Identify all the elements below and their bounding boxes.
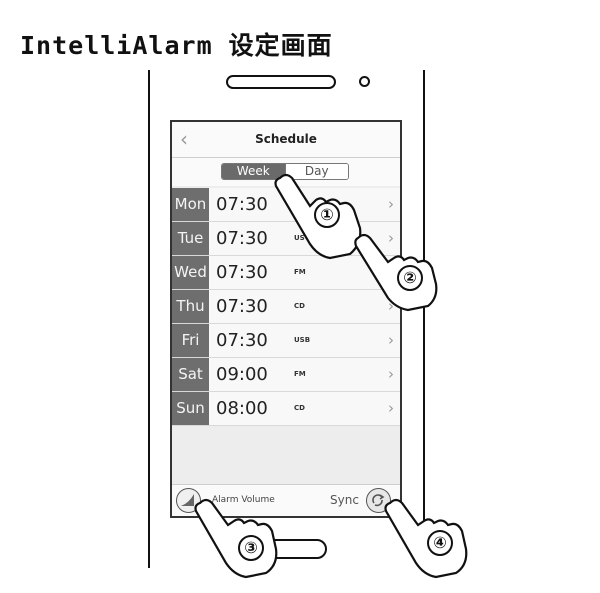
back-chevron-icon[interactable]: ‹ [180,127,188,151]
chevron-right-icon: › [388,229,394,247]
sync-label[interactable]: Sync [330,493,359,507]
alarm-time: 07:30 [216,262,268,283]
day-label: Thu [172,290,209,323]
alarm-source: USB [294,336,311,344]
alarm-volume-label[interactable]: Alarm Volume [212,495,275,505]
callout-4: ④ [427,530,453,556]
sync-arrow-icon [372,494,385,507]
schedule-row-mon[interactable]: Mon 07:30 › [172,188,400,222]
tab-week[interactable]: Week [222,164,285,179]
pointing-hand-icon [194,498,278,579]
alarm-time: 07:30 [216,330,268,351]
page-heading: IntelliAlarm 设定画面 [20,31,333,60]
day-label: Fri [172,324,209,357]
phone-earpiece [226,75,336,89]
view-toggle-bar: Week Day [172,158,400,186]
chevron-right-icon: › [388,297,394,315]
phone-camera [359,76,370,87]
screen-title: Schedule [255,132,317,146]
alarm-source: US [294,234,305,242]
schedule-row-sat[interactable]: Sat 09:00 FM › [172,358,400,392]
alarm-time: 09:00 [216,364,268,385]
schedule-row-fri[interactable]: Fri 07:30 USB › [172,324,400,358]
volume-slope-icon [181,494,194,506]
phone-left-edge [148,70,150,568]
alarm-time: 07:30 [216,194,268,215]
alarm-time: 07:30 [216,296,268,317]
callout-1: ① [314,202,340,228]
tab-day[interactable]: Day [284,164,348,179]
schedule-row-thu[interactable]: Thu 07:30 CD › [172,290,400,324]
alarm-time: 08:00 [216,398,268,419]
phone-screen: ‹ Schedule Week Day Mon 07:30 › Tue 07:3… [170,120,402,518]
day-label: Wed [172,256,209,289]
alarm-source: CD [294,302,305,310]
alarm-source: FM [294,370,306,378]
alarm-source: CD [294,404,305,412]
callout-2: ② [397,265,423,291]
schedule-list: Mon 07:30 › Tue 07:30 US › Wed 07:30 FM … [172,188,400,426]
day-label: Sat [172,358,209,391]
pointing-hand-icon [384,498,468,579]
phone-right-edge [423,70,425,568]
day-label: Sun [172,392,209,425]
day-label: Mon [172,188,209,221]
pointing-hand-icon [354,233,438,312]
alarm-time: 07:30 [216,228,268,249]
alarm-source: FM [294,268,306,276]
nav-bar: ‹ Schedule [172,122,400,158]
chevron-right-icon: › [388,331,394,349]
chevron-right-icon: › [388,195,394,213]
callout-3: ③ [238,535,264,561]
schedule-row-sun[interactable]: Sun 08:00 CD › [172,392,400,426]
chevron-right-icon: › [388,365,394,383]
day-label: Tue [172,222,209,255]
chevron-right-icon: › [388,399,394,417]
schedule-row-wed[interactable]: Wed 07:30 FM › [172,256,400,290]
